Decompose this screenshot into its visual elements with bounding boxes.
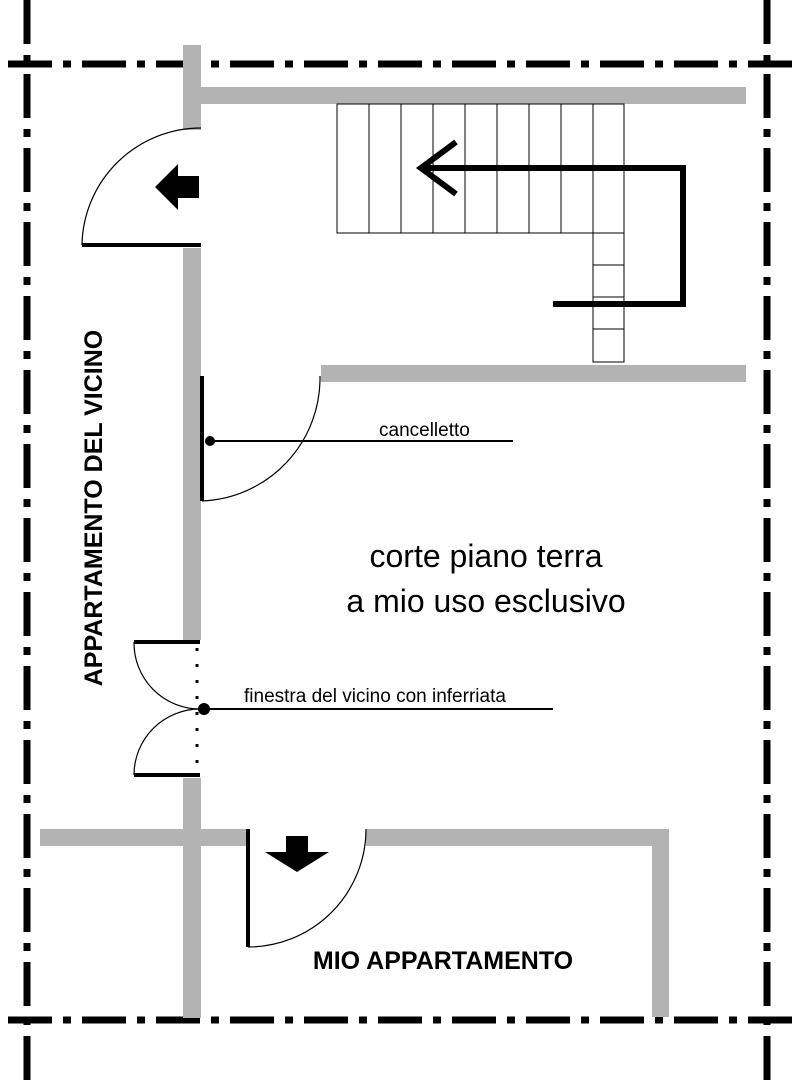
- my-entry-door: [246, 828, 367, 948]
- stair-arrow-head: [415, 139, 458, 197]
- neighbor-window: finestra del vicino con inferriata: [133, 640, 553, 777]
- neighbor-door-swing: [81, 127, 202, 246]
- wall-lower-right: [366, 829, 669, 846]
- window-swing-top: [133, 641, 201, 710]
- gate-label: cancelletto: [379, 420, 470, 441]
- stair-direction-arrow: [423, 165, 686, 307]
- wall-apartment-right: [652, 829, 669, 1017]
- wall-party-lower: [183, 778, 201, 1018]
- arrow-left-icon: [155, 164, 199, 210]
- property-boundary: [8, 0, 798, 1080]
- window-label: finestra del vicino con inferriata: [244, 686, 506, 707]
- wall-stair-bottom: [321, 365, 746, 382]
- my-door-swing: [247, 828, 367, 948]
- wall-top: [183, 87, 746, 104]
- my-apartment-label: MIO APPARTAMENTO: [313, 947, 573, 975]
- walls: [40, 45, 746, 1018]
- neighbor-apartment-label: APPARTAMENTO DEL VICINO: [80, 330, 108, 687]
- courtyard-label-line2: a mio uso esclusivo: [346, 583, 625, 619]
- wall-lower-left: [40, 829, 248, 846]
- neighbor-entry-door: [81, 127, 202, 247]
- courtyard-label-line1: corte piano terra: [369, 538, 602, 574]
- wall-party-middle: [183, 248, 201, 640]
- gate-swing: [201, 375, 321, 502]
- gate: cancelletto: [200, 375, 513, 502]
- staircase: [336, 103, 686, 363]
- arrow-down-icon: [265, 836, 329, 872]
- window-swing-bottom: [133, 708, 201, 776]
